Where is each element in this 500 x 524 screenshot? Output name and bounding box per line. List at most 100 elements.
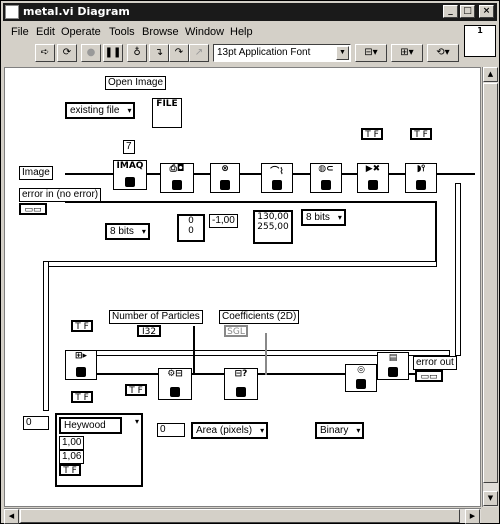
scroll-up-icon[interactable]: ▲ bbox=[483, 67, 498, 82]
block-diagram[interactable]: Open Image existing file ▾ FILE Image er… bbox=[4, 67, 481, 507]
menu-browse[interactable]: Browse bbox=[142, 26, 179, 38]
num-particles-label: Number of Particles bbox=[109, 310, 203, 324]
terminal-icon bbox=[236, 387, 246, 397]
coefficients-wire bbox=[265, 333, 267, 375]
highlight-execution-icon[interactable]: ♁ bbox=[127, 44, 147, 62]
bool-constant-6[interactable]: T F bbox=[59, 464, 81, 476]
binary-value: Binary bbox=[320, 425, 349, 436]
run-arrow-icon[interactable]: ➪ bbox=[35, 44, 55, 62]
heywood-value-1: 1,00 bbox=[59, 436, 85, 450]
error-in-cluster-icon: ▭▭ bbox=[19, 203, 47, 215]
error-wire-down bbox=[435, 201, 437, 261]
menu-operate[interactable]: Operate bbox=[61, 26, 101, 38]
complex-measure-node[interactable]: ⊟? bbox=[224, 368, 258, 400]
vertical-scrollbar[interactable]: ▲ ▼ bbox=[482, 67, 498, 507]
terminal-icon bbox=[388, 367, 398, 377]
menu-edit[interactable]: Edit bbox=[36, 26, 55, 38]
area-pixels-constant[interactable]: Area (pixels) ▾ bbox=[191, 422, 269, 439]
bool-constant-3[interactable]: T F bbox=[71, 320, 93, 332]
window-title: metal.vi Diagram bbox=[23, 5, 130, 18]
maximize-button[interactable]: □ bbox=[460, 5, 475, 18]
font-selector[interactable]: 13pt Application Font ▼ bbox=[213, 44, 351, 62]
scroll-right-icon[interactable]: ▶ bbox=[465, 509, 480, 524]
terminal-icon bbox=[172, 180, 182, 190]
imaq-type-constant[interactable]: 7 bbox=[123, 140, 135, 154]
threshold-range-constant[interactable]: 130,00 255,00 bbox=[253, 210, 293, 244]
toolbar: ➪ ⟳ ● ❚❚ ♁ ↴ ↷ ↗ 13pt Application Font ▼… bbox=[3, 41, 463, 65]
terminal-icon bbox=[321, 180, 331, 190]
abort-icon[interactable]: ● bbox=[81, 44, 101, 62]
threshold-high-value: 255,00 bbox=[257, 222, 289, 232]
terminal-icon bbox=[125, 177, 135, 187]
imaq-label: IMAQ bbox=[116, 161, 144, 171]
eight-bits-constant-2[interactable]: 8 bits ▾ bbox=[301, 209, 346, 226]
heywood-ring[interactable]: Heywood ▾ bbox=[59, 417, 139, 434]
divider-constant[interactable]: -1,00 bbox=[209, 214, 238, 228]
heywood-array-constant[interactable]: Heywood ▾ 1,00 1,06 T F bbox=[55, 413, 143, 487]
scroll-left-icon[interactable]: ◀ bbox=[4, 509, 19, 524]
array-value-2: 0 bbox=[188, 226, 194, 236]
array-value-1: 0 bbox=[188, 216, 194, 226]
i32-indicator: I32 bbox=[137, 325, 161, 337]
close-button[interactable]: × bbox=[479, 5, 494, 18]
reorder-objects-icon[interactable]: ⟲▾ bbox=[427, 44, 459, 62]
dispose-node[interactable]: ▤ bbox=[377, 352, 409, 380]
vi-icon[interactable]: 1 bbox=[464, 25, 496, 57]
heywood-array-index[interactable]: 0 bbox=[23, 416, 49, 430]
convolute-node[interactable]: ⊗ bbox=[210, 163, 240, 193]
step-out-icon[interactable]: ↗ bbox=[189, 44, 209, 62]
binary-constant[interactable]: Binary ▾ bbox=[315, 422, 365, 439]
menu-file[interactable]: File bbox=[11, 26, 29, 38]
image-label: Image bbox=[19, 166, 53, 180]
menu-window[interactable]: Window bbox=[185, 26, 225, 38]
imaq-create-node[interactable]: IMAQ bbox=[113, 160, 147, 190]
minimize-button[interactable]: _ bbox=[443, 5, 458, 18]
pause-icon[interactable]: ❚❚ bbox=[103, 44, 123, 62]
horizontal-scrollbar[interactable]: ◀ ▶ bbox=[4, 508, 481, 524]
threshold-node[interactable]: ⌒⌇ bbox=[261, 163, 293, 193]
vertical-scroll-thumb[interactable] bbox=[483, 83, 498, 483]
distribute-objects-icon[interactable]: ⊞▾ bbox=[391, 44, 423, 62]
complex-particle-node[interactable]: ⚙⊟ bbox=[158, 368, 192, 400]
run-continuously-icon[interactable]: ⟳ bbox=[57, 44, 77, 62]
step-over-icon[interactable]: ↷ bbox=[169, 44, 189, 62]
menu-tools[interactable]: Tools bbox=[109, 26, 135, 38]
menu-help[interactable]: Help bbox=[230, 26, 253, 38]
align-objects-icon[interactable]: ⊟▾ bbox=[355, 44, 387, 62]
error-loop-wire-right bbox=[455, 183, 461, 356]
bool-constant-2[interactable]: T F bbox=[410, 128, 432, 140]
remove-particle-node[interactable]: ▶✖ bbox=[357, 163, 389, 193]
image-to-image-node[interactable]: ◎ bbox=[345, 364, 377, 392]
coefficients-label: Coefficients (2D) bbox=[219, 310, 300, 324]
step-into-icon[interactable]: ↴ bbox=[149, 44, 169, 62]
open-file-node[interactable]: FILE bbox=[152, 98, 182, 128]
reject-border-node[interactable]: ◗⫯ bbox=[405, 163, 437, 193]
label-particles-node[interactable]: ⊞▸ bbox=[65, 350, 97, 380]
bool-constant-1[interactable]: T F bbox=[361, 128, 383, 140]
particles-wire bbox=[193, 326, 195, 374]
image-loop-wire-down bbox=[43, 261, 49, 411]
title-bar: metal.vi Diagram _ □ × bbox=[3, 3, 497, 21]
heywood-value-2: 1,06 bbox=[59, 450, 85, 464]
terminal-icon bbox=[272, 180, 282, 190]
heywood-value: Heywood bbox=[64, 420, 106, 431]
existing-file-constant[interactable]: existing file ▾ bbox=[65, 102, 136, 119]
kernel-array-constant[interactable]: 0 0 bbox=[177, 214, 205, 242]
vi-connector-pane: 1 bbox=[477, 26, 483, 35]
ring-arrow-icon: ▾ bbox=[141, 227, 146, 236]
read-file-node[interactable]: ⎙◘ bbox=[160, 163, 194, 193]
fill-holes-node[interactable]: ◍⊂ bbox=[310, 163, 342, 193]
bool-constant-4[interactable]: T F bbox=[71, 391, 93, 403]
ring-arrow-icon: ▾ bbox=[356, 426, 361, 435]
scroll-down-icon[interactable]: ▼ bbox=[483, 491, 498, 506]
font-selector-value: 13pt Application Font bbox=[217, 47, 311, 58]
horizontal-scroll-thumb[interactable] bbox=[20, 509, 460, 523]
area-array-index[interactable]: 0 bbox=[157, 423, 185, 437]
existing-file-value: existing file bbox=[70, 105, 120, 116]
bool-constant-5[interactable]: T F bbox=[125, 384, 147, 396]
terminal-icon bbox=[220, 180, 230, 190]
eight-bits-value-1: 8 bits bbox=[110, 226, 134, 237]
eight-bits-constant-1[interactable]: 8 bits ▾ bbox=[105, 223, 150, 240]
error-wire bbox=[65, 201, 435, 203]
ring-arrow-icon: ▾ bbox=[134, 417, 139, 426]
